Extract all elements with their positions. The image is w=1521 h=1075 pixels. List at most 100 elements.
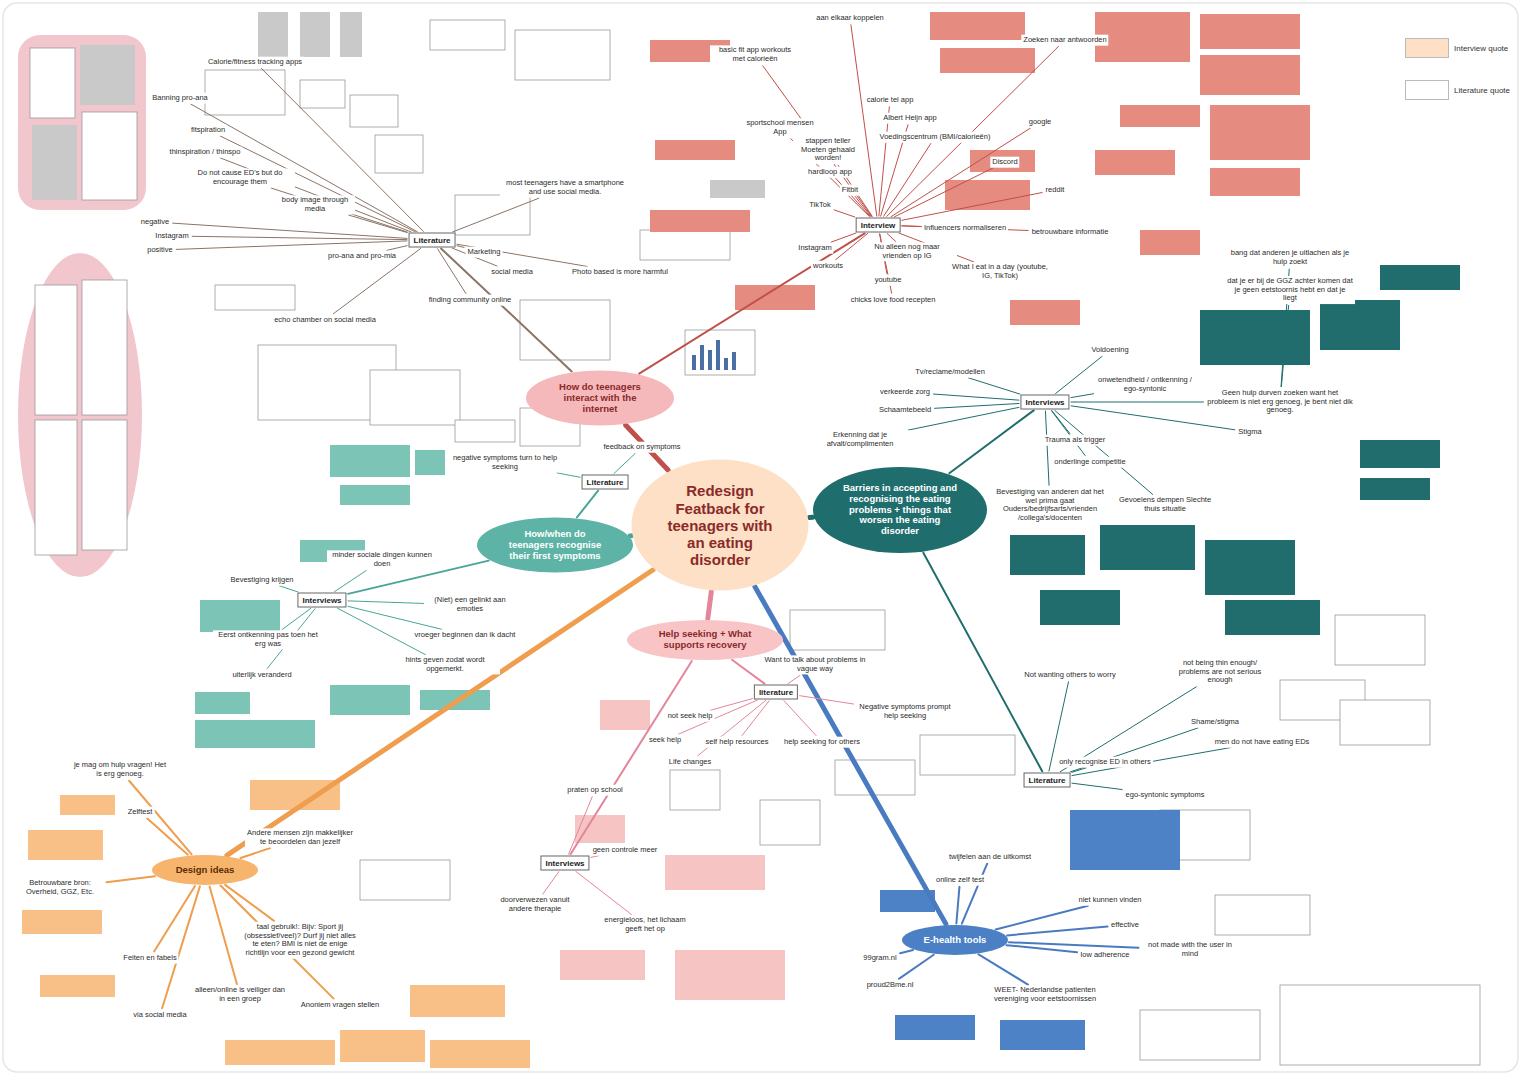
branch-line [755,587,946,924]
text-wrap: Andere mensen zijn makkelijker te beoord… [247,829,353,846]
branch-line [279,586,298,592]
branch-line [763,66,872,216]
text-wrap: minder sociale dingen kunnen doen [329,551,435,568]
image [258,12,288,57]
branch-line [1007,927,1108,936]
keyword-label: minder sociale dingen kunnen doen [327,550,437,569]
keyword-label: low adherence [1079,950,1132,961]
branch-line [800,696,854,704]
node-label: Betrouwbare bron: Overheid, GGZ, Etc. [17,879,103,896]
node-label: body image through media [277,196,353,213]
text-wrap: Literature [587,478,624,487]
literature-quote [920,735,1015,775]
branch-line [241,848,270,858]
interview-quote [1120,105,1200,127]
literature-quote [350,95,398,127]
node-label: fitspiration [191,126,225,135]
keyword-label: only recognise ED in others [1057,757,1153,768]
keyword-label: What I eat in a day (youtube, IG, TikTok… [945,262,1055,281]
text-wrap: Feiten en fabels [123,954,176,963]
node-label: Interview [861,221,896,230]
keyword-label: Betrouwbare bron: Overheid, GGZ, Etc. [15,878,105,897]
text-wrap: not made with the user in mind [1142,941,1238,958]
text-wrap: feedback on symptoms [603,443,680,452]
keyword-label: finding community online [427,295,514,306]
text-wrap: thinspiration / thinspo [170,148,241,157]
literature-quote [1340,700,1430,745]
keyword-label: Anoniem vragen stellen [299,1000,381,1011]
legend: Interview quoteLiterature quote [1405,38,1510,122]
keyword-label: Geen hulp durven zoeken want het problee… [1205,388,1355,416]
node-label: 99gram.nl [863,954,896,963]
node-label: Nu alleen nog maar vrienden op IG [859,243,955,260]
interview-quote [195,720,315,748]
interview-quote [560,950,645,980]
node-label: taal gebruik!: Bijv: Sport jij (obsessie… [242,923,358,958]
interview-quote [1010,300,1080,325]
text-wrap: fitspiration [191,126,225,135]
interview-quote [895,1015,975,1040]
text-wrap: What I eat in a day (youtube, IG, TikTok… [947,263,1053,280]
screenshot-panel [18,35,146,210]
keyword-label: energieloos, het lichaam geeft het op [600,915,690,934]
node-label: geen controle meer [593,846,658,855]
keyword-label: sportschool mensen App [740,118,820,137]
interview-quote [415,450,445,475]
keyword-label: je mag om hulp vragen! Het is erg genoeg… [70,760,170,779]
node-label: chicks love food recepten [851,296,936,305]
text-wrap: low adherence [1081,951,1130,960]
text-wrap: basic fit app workouts met calorieën [712,46,798,63]
text-wrap: twijfelen aan de uitkomst [949,853,1031,862]
node-label: via social media [133,1011,186,1020]
node-label: Influencers normaliseren [924,224,1006,233]
text-wrap: Literature [414,236,451,245]
text-wrap: positive [147,246,172,255]
literature-quote [370,370,460,425]
text-wrap: WEET- Nederlandse patienten vereniging v… [992,986,1098,1003]
node-label: uiterlijk veranderd [232,671,291,680]
literature-quote [205,70,285,115]
keyword-label: TikTok [807,200,832,211]
text-wrap: (Niet) een gelinkt aan emoties [427,596,513,613]
interview-quote [1360,440,1440,468]
node-label: stappen teller Moeten gehaald worden! [795,137,861,163]
interview-quote [655,140,735,160]
keyword-label: thinspiration / thinspo [168,147,243,158]
text-wrap: praten op school [567,786,622,795]
bar [692,355,696,370]
text-wrap: alleen/online is veiliger dan in een gro… [192,986,288,1003]
branch-line [962,864,987,924]
branch-line [949,410,1033,473]
interview-quote [945,180,1030,210]
keyword-label: Discord [990,157,1019,168]
keyword-label: WEET- Nederlandse patienten vereniging v… [990,985,1100,1004]
keyword-label: vroeger beginnen dan ik dacht [413,630,518,641]
keyword-label: alleen/online is veiliger dan in een gro… [190,985,290,1004]
keyword-label: dat je er bij de GGZ achter komen dat je… [1225,276,1355,304]
legend-swatch [1405,80,1449,100]
keyword-label: Voedingscentrum (BMI/calorieën) [878,132,993,143]
node-label: online zelf test [936,876,984,885]
text-wrap: Betrouwbare bron: Overheid, GGZ, Etc. [17,879,103,896]
text-wrap: Eerst ontkenning pas toen het erg was [215,631,321,648]
source-hub: Interviews [297,593,346,608]
keyword-label: Influencers normaliseren [922,223,1008,234]
branch-ellipse: Design ideas [152,855,258,885]
branch-line [441,249,572,372]
text-wrap: chicks love food recepten [851,296,936,305]
node-label: Literature [1029,776,1066,785]
node-label: pro-ana and pro-mia [328,252,396,261]
node-label: most teenagers have a smartphone and use… [502,179,628,196]
text-wrap: Help seeking + What supports recovery [653,629,758,651]
branch-line [1072,768,1087,773]
node-label: praten op school [567,786,622,795]
keyword-label: bang dat anderen je uitlachen als je hul… [1225,248,1355,267]
text-wrap: Schaamtebeeld [879,406,931,415]
branch-line [831,233,856,242]
node-label: twijfelen aan de uitkomst [949,853,1031,862]
keyword-label: via social media [131,1010,188,1021]
branch-line [453,198,539,232]
bar-chart [685,330,755,375]
text-wrap: Nu alleen nog maar vrienden op IG [859,243,955,260]
keyword-label: taal gebruik!: Bijv: Sport jij (obsessie… [240,922,360,959]
